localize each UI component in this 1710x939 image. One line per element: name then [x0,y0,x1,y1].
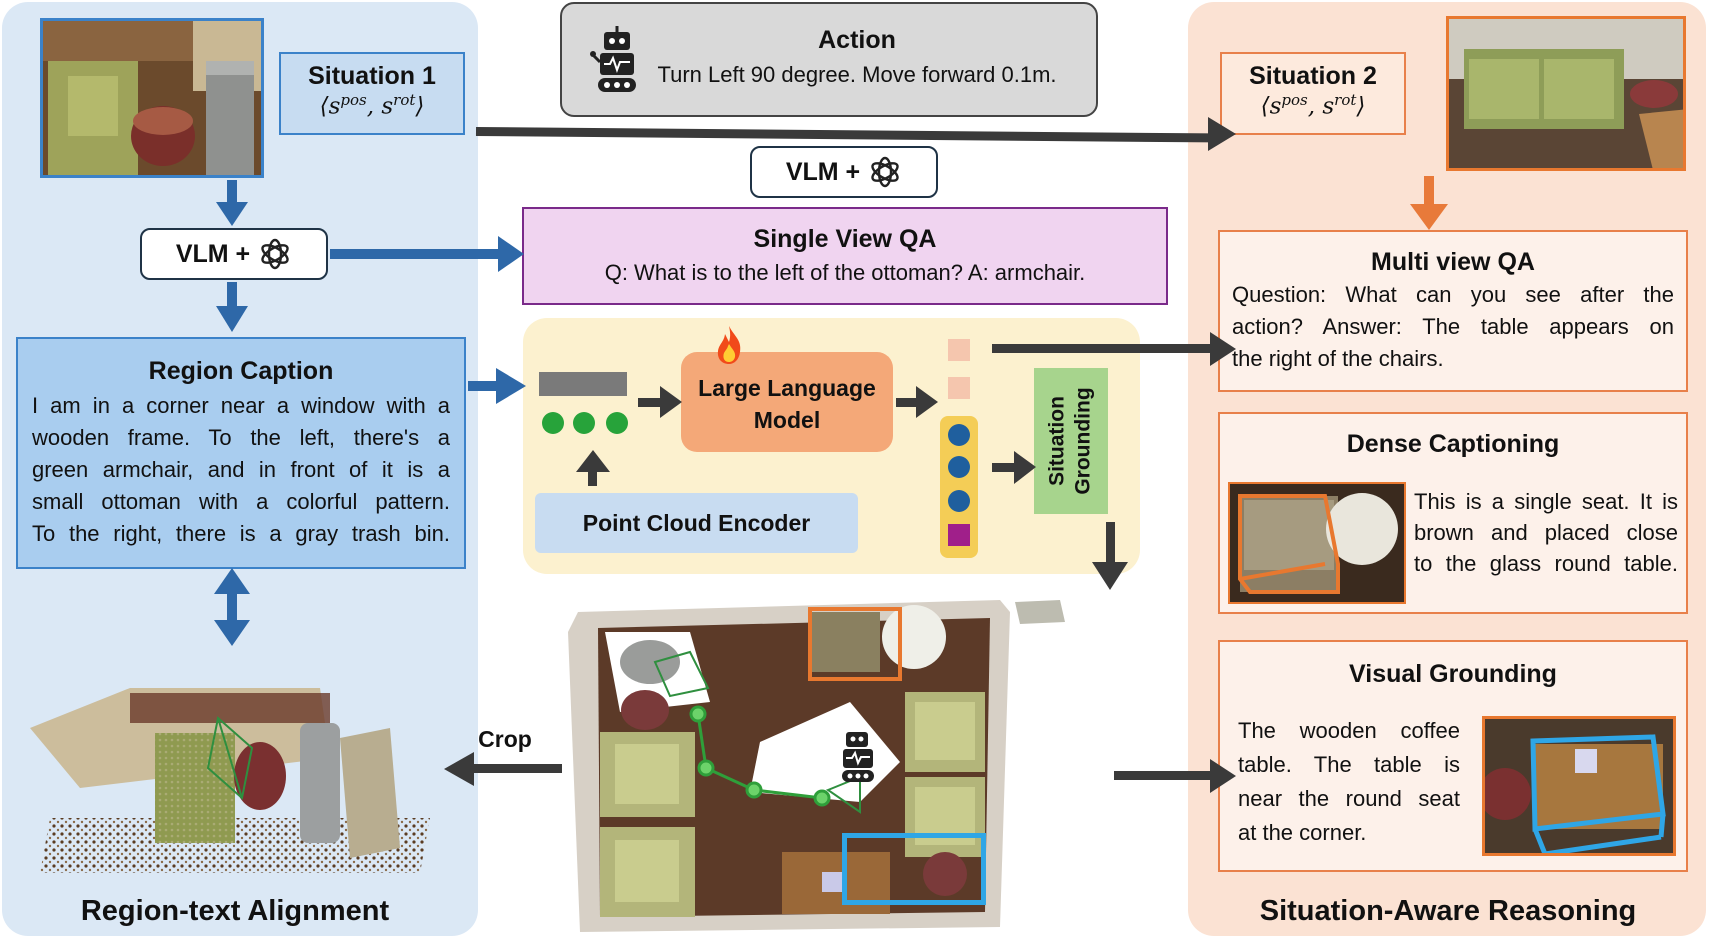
situation-token [948,524,970,546]
vlm-top-label: VLM + [785,157,861,186]
point-token [606,412,628,434]
visual-grounding-line: table. The table is [1238,752,1460,777]
point-token [542,412,564,434]
output-token [948,377,970,399]
situation2-box: Situation 2 ⟨spos, srot⟩ [1220,52,1406,135]
situation-token [948,456,970,478]
scene-point-cloud [560,592,1150,932]
footer-right-label: Situation-Aware Reasoning [1259,895,1637,927]
visual-grounding-title: Visual Grounding [1349,660,1557,688]
dense-captioning-box: Dense Captioning This is a single seat. … [1218,412,1688,614]
visual-grounding-line: The wooden coffee [1238,718,1460,743]
action-text: Turn Left 90 degree. Move forward 0.1m. [657,62,1057,87]
multi-view-qa-line: Question: What can you see after the [1232,282,1674,307]
situation-grounding-box: Situation Grounding [1034,368,1108,514]
fire-icon [717,326,741,364]
point-cloud-encoder-label: Point Cloud Encoder [582,509,811,536]
situation1-title: Situation 1 [308,62,436,90]
text-token [539,372,627,396]
situation-token [948,424,970,446]
multi-view-qa-line: action? Answer: The table appears on [1232,314,1674,339]
vlm-top-box: VLM + [750,146,938,198]
region-caption-line: green armchair, and in front of it is a [32,457,450,482]
region-caption-title: Region Caption [148,357,334,385]
situation2-state: ⟨spos, srot⟩ [1260,91,1366,120]
region-caption-line: small ottoman with a colorful pattern. [32,489,450,514]
llm-label-line2: Model [753,407,821,433]
region-point-cloud [20,648,450,878]
single-view-qa-text: Q: What is to the left of the ottoman? A… [604,260,1086,285]
vlm-left-label: VLM + [175,239,251,268]
situation-token [948,490,970,512]
situation2-photo [1446,16,1686,171]
situation1-photo [40,18,264,178]
region-caption-box: Region Caption I am in a corner near a w… [16,337,466,569]
dense-captioning-line: This is a single seat. It is [1414,489,1678,514]
openai-logo-icon [261,238,289,270]
dense-captioning-line: brown and placed close [1414,520,1678,545]
single-view-qa-title: Single View QA [753,225,937,253]
point-token [573,412,595,434]
llm-box: Large Language Model [681,352,893,452]
region-caption-line: wooden frame. To the left, there's a [32,425,450,450]
openai-logo-icon [871,156,899,188]
crop-label: Crop [478,726,532,752]
situation2-title: Situation 2 [1249,62,1377,90]
action-box: Action Turn Left 90 degree. Move forward… [560,2,1098,117]
visual-grounding-bbox-scene [842,833,986,905]
dense-captioning-line: to the glass round table. [1414,551,1678,576]
action-title: Action [818,26,896,54]
point-cloud-encoder-box: Point Cloud Encoder [535,493,858,553]
single-view-qa-box: Single View QA Q: What is to the left of… [522,207,1168,305]
dense-caption-bbox-scene [808,607,902,681]
multi-view-qa-title: Multi view QA [1371,248,1535,276]
visual-grounding-line: near the round seat [1238,786,1460,811]
llm-label-line1: Large Language [698,375,876,401]
multi-view-qa-line: the right of the chairs. [1232,346,1444,371]
visual-grounding-photo [1482,716,1676,856]
multi-view-qa-box: Multi view QA Question: What can you see… [1218,230,1688,392]
robot-icon [590,26,636,92]
output-token [948,339,970,361]
region-caption-line: I am in a corner near a window with a [32,393,450,418]
visual-grounding-line: at the corner. [1238,820,1367,845]
dense-captioning-photo [1228,482,1406,604]
situation1-state: ⟨spos, srot⟩ [319,91,425,120]
region-caption-line: To the right, there is a gray trash bin. [32,521,450,546]
vlm-left-box: VLM + [140,228,328,280]
situation1-box: Situation 1 ⟨spos, srot⟩ [279,52,465,135]
dense-captioning-title: Dense Captioning [1346,430,1560,458]
footer-left-label: Region-text Alignment [80,895,390,927]
visual-grounding-box: Visual Grounding The wooden coffee table… [1218,640,1688,872]
